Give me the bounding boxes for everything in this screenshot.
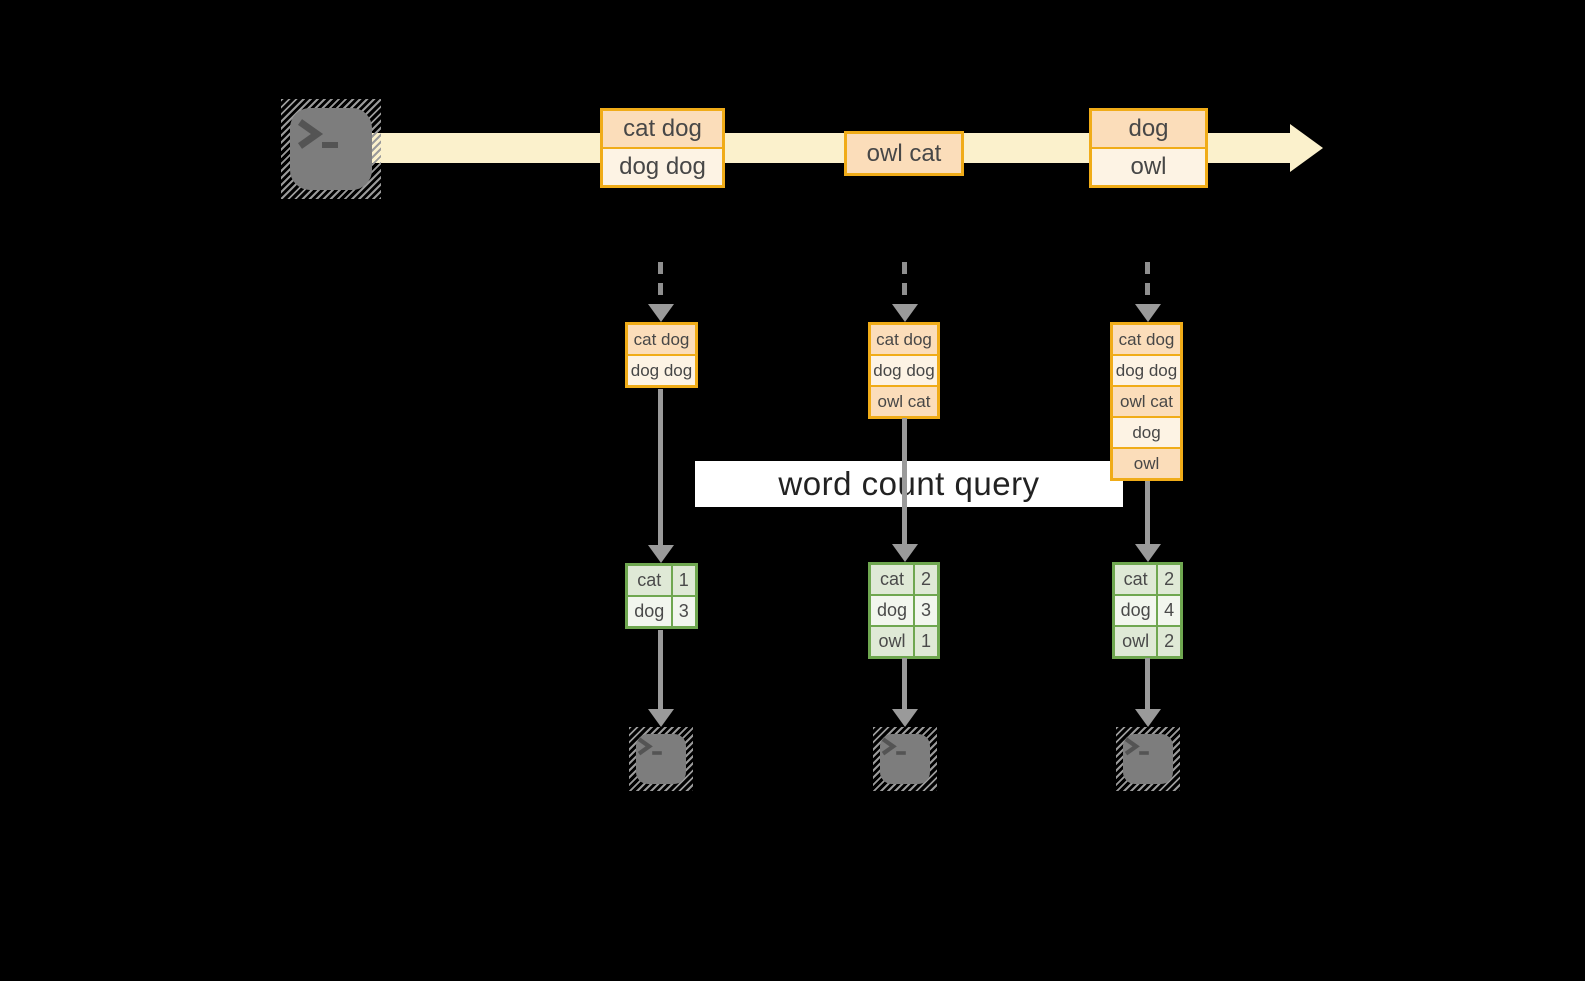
stream-timeline-arrowhead-icon [1290,124,1323,172]
table-row: owl 1 [871,625,937,656]
arrowhead-icon [648,304,674,322]
ingest-arrow [648,262,674,322]
arrow-stem [658,389,663,547]
source-terminal-icon [281,99,381,199]
stream-event-box: dog owl [1089,108,1208,188]
event-buffer: cat dog dog dog [625,322,698,388]
word-cell: owl [871,627,915,656]
ingest-arrow [892,262,918,322]
output-arrow [1135,658,1161,727]
arrowhead-icon [892,709,918,727]
event-line: dog dog [603,147,722,185]
event-line: dog [1092,111,1205,147]
event-line: cat dog [603,111,722,147]
wordcount-table: cat 2 dog 4 owl 2 [1112,562,1183,659]
output-terminal-icon [1116,727,1180,791]
buffer-row: dog [1113,416,1180,447]
count-cell: 1 [920,631,931,651]
terminal-prompt-icon [297,119,338,149]
event-line: owl cat [847,134,961,173]
count-cell: 2 [920,569,931,589]
count-cell: 2 [1164,631,1175,651]
table-row: owl 2 [1115,625,1180,656]
arrowhead-icon [648,709,674,727]
terminal-prompt-icon [881,737,906,756]
table-row: dog 4 [1115,594,1180,625]
terminal-prompt-icon [637,737,662,756]
output-terminal-icon [873,727,937,791]
arrowhead-icon [892,304,918,322]
count-cell: 3 [920,600,931,620]
buffer-row: dog dog [628,354,695,385]
output-arrow [648,630,674,727]
arrowhead-icon [1135,709,1161,727]
arrow-stem [902,658,907,711]
output-arrow [892,658,918,727]
arrow-stem [1145,658,1150,711]
buffer-row: owl cat [1113,385,1180,416]
buffer-row: owl [1113,447,1180,478]
table-row: dog 3 [628,595,695,626]
table-row: dog 3 [871,594,937,625]
word-cell: cat [628,566,673,595]
event-buffer: cat dog dog dog owl cat dog owl [1110,322,1183,481]
arrowhead-icon [648,545,674,563]
query-label: word count query [695,461,1123,507]
output-terminal-icon [629,727,693,791]
table-row: cat 2 [871,565,937,594]
table-row: cat 2 [1115,565,1180,594]
table-row: cat 1 [628,566,695,595]
word-cell: dog [871,596,915,625]
ingest-arrow [1135,262,1161,322]
word-cell: dog [1115,596,1159,625]
query-arrow [892,418,918,562]
arrowhead-icon [1135,304,1161,322]
event-buffer: cat dog dog dog owl cat [868,322,940,419]
buffer-row: dog dog [1113,354,1180,385]
stream-event-box: cat dog dog dog [600,108,725,188]
buffer-row: cat dog [871,325,937,354]
buffer-row: cat dog [1113,325,1180,354]
count-cell: 1 [678,570,689,590]
word-cell: cat [1115,565,1159,594]
count-cell: 4 [1164,600,1175,620]
wordcount-table: cat 2 dog 3 owl 1 [868,562,940,659]
arrow-stem [1145,481,1150,546]
buffer-row: cat dog [628,325,695,354]
wordcount-table: cat 1 dog 3 [625,563,698,629]
word-cell: cat [871,565,915,594]
stream-event-box: owl cat [844,131,964,176]
query-arrow [1135,481,1161,562]
word-cell: owl [1115,627,1159,656]
buffer-row: dog dog [871,354,937,385]
terminal-prompt-icon [1124,737,1149,756]
arrowhead-icon [1135,544,1161,562]
arrow-stem [902,418,907,546]
arrow-stem [902,262,907,306]
arrow-stem [658,630,663,711]
count-cell: 2 [1164,569,1175,589]
event-line: owl [1092,147,1205,185]
arrow-stem [658,262,663,306]
buffer-row: owl cat [871,385,937,416]
arrowhead-icon [892,544,918,562]
count-cell: 3 [678,601,689,621]
word-cell: dog [628,597,673,626]
query-arrow [648,389,674,563]
arrow-stem [1145,262,1150,306]
